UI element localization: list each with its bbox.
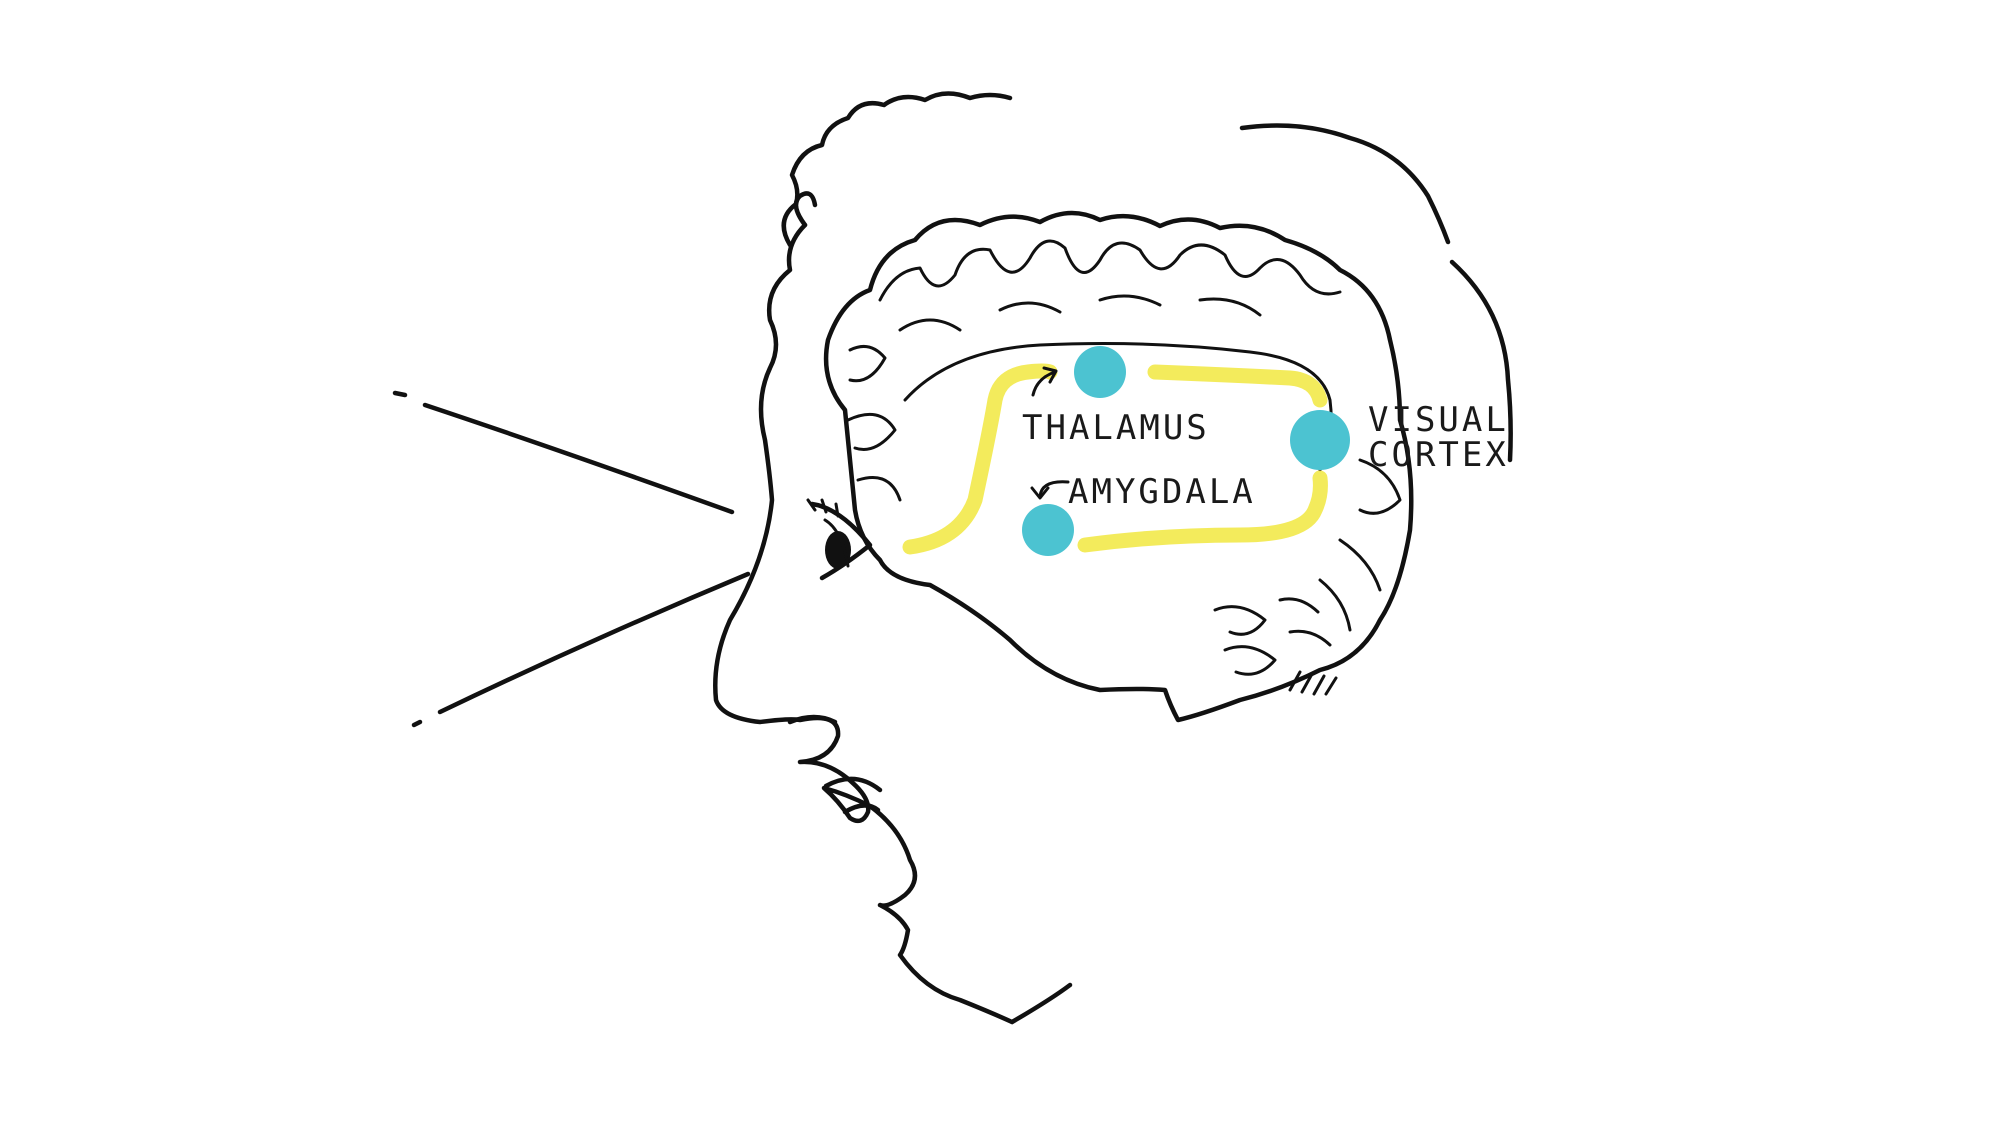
brain-folds-front [846, 344, 902, 502]
sight-lines [392, 390, 751, 728]
head-silhouette [713, 191, 1073, 1025]
brain-regions [1022, 346, 1350, 556]
thalamus-label: THALAMUS [1022, 408, 1210, 448]
sight-line-top [422, 402, 735, 515]
visual-cortex-label-line2: CORTEX [1368, 435, 1509, 475]
sight-line-top-dash [392, 390, 408, 398]
brain-inner-outline [903, 342, 1333, 472]
forehead [793, 191, 818, 228]
arrows [1030, 366, 1070, 500]
eye [806, 498, 873, 581]
sight-line-bottom [437, 571, 751, 715]
hair [781, 91, 1513, 463]
visual-cortex-node [1290, 410, 1350, 470]
brain-folds-top [878, 239, 1342, 302]
jaw-line [1009, 982, 1073, 1025]
hair-back [1239, 123, 1451, 245]
brain-folds-back [1318, 458, 1402, 632]
hair-outline [781, 91, 1013, 248]
pathway-amygdala-to-cortex [1077, 470, 1328, 553]
cerebellum [1213, 597, 1332, 676]
nostril [787, 714, 838, 725]
cerebellum-hatch [1288, 670, 1338, 696]
mouth-upper [823, 776, 883, 793]
pathway-eye-to-thalamus [902, 363, 1058, 555]
amygdala-node [1022, 504, 1074, 556]
hair-back-lower [1449, 259, 1513, 463]
brain-outline [823, 210, 1414, 723]
face-profile [713, 222, 1015, 1025]
amygdala-arrow-icon [1030, 480, 1070, 500]
eye-lid [823, 518, 850, 568]
brain-folds-inner [898, 294, 1262, 332]
thalamus-arrow-icon [1031, 366, 1058, 397]
thalamus-node [1074, 346, 1126, 398]
amygdala-label: AMYGDALA [1068, 472, 1256, 512]
sight-line-bottom-dash [411, 719, 423, 728]
labels: THALAMUS AMYGDALA VISUAL CORTEX [1022, 400, 1509, 512]
visual-cortex-label-line1: VISUAL [1368, 400, 1509, 440]
pathway-thalamus-to-cortex [1147, 364, 1328, 408]
brain [823, 210, 1414, 723]
eye-pupil [825, 531, 851, 569]
mouth-lower [842, 803, 881, 815]
neural-pathways [902, 363, 1328, 555]
eyelashes [806, 498, 840, 518]
